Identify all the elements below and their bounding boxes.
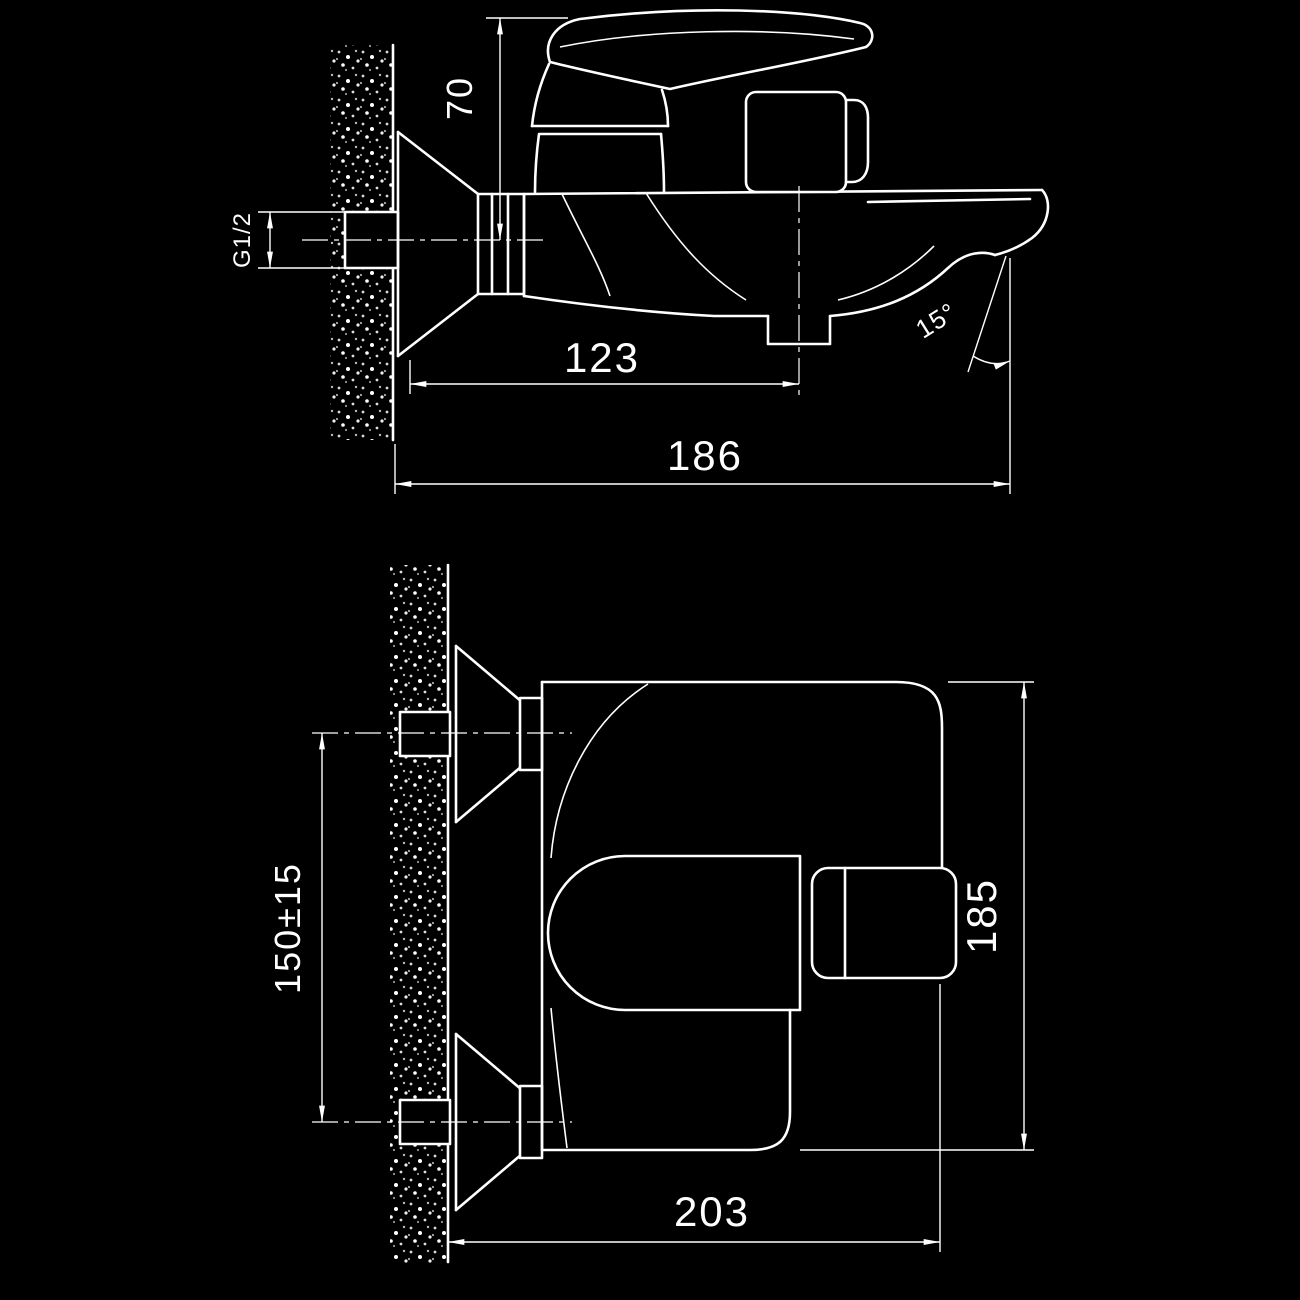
- lever-handle-front: [546, 854, 802, 1012]
- faucet-body-side: [522, 188, 1050, 346]
- spout-front: [540, 1008, 792, 1152]
- faucet-body-front: [540, 680, 958, 1152]
- front-view: 150±15 185 203: [267, 563, 1034, 1264]
- lever-handle-side: [546, 9, 874, 91]
- inlet-pipe-top-front: [398, 710, 452, 758]
- dim-spout-reach-label: 123: [564, 334, 640, 381]
- dim-overall-depth: 186: [394, 258, 1011, 494]
- dim-handle-height-label: 70: [439, 76, 480, 120]
- dim-inlet-spacing-label: 150±15: [267, 862, 308, 994]
- body-front-contour-2: [550, 1007, 568, 1149]
- dim-inlet-thread-label: G1/2: [229, 212, 256, 268]
- dim-overall-width-label: 203: [674, 1188, 750, 1235]
- dim-inlet-spacing: 150±15: [267, 733, 325, 1122]
- dim-handle-height: 70: [439, 17, 568, 240]
- body-contour-1: [561, 193, 611, 297]
- wall-hatch-front: [390, 565, 448, 1263]
- spout-belly-left: [522, 294, 770, 318]
- body-front-contour-1: [550, 683, 649, 859]
- spout-tip: [993, 188, 1050, 257]
- spout-belly-right: [828, 251, 997, 318]
- deck-line: [866, 197, 1032, 204]
- dim-inlet-thread: G1/2: [229, 211, 344, 269]
- dim-overall-depth-label: 186: [667, 432, 743, 479]
- escutcheon-side: [396, 130, 526, 358]
- dim-body-height-label: 185: [958, 878, 1005, 954]
- body-contour-3: [837, 245, 935, 301]
- dim-spout-angle-label: 15°: [910, 296, 962, 344]
- dim-body-height: 185: [800, 681, 1034, 1151]
- side-view: G1/2 70 123 186 15°: [229, 9, 1050, 494]
- diverter-knob-front: [810, 866, 958, 980]
- dim-spout-reach: 123: [409, 334, 799, 394]
- escutcheon-top-front: [454, 644, 544, 824]
- body-front-upper: [540, 680, 944, 872]
- diverter-knob-side: [744, 90, 870, 194]
- dim-overall-width: 203: [448, 984, 941, 1252]
- dim-spout-angle: 15°: [910, 255, 1011, 373]
- spout-outlet: [766, 314, 832, 346]
- body-contour-2: [645, 192, 747, 301]
- handle-housing-side: [530, 62, 670, 194]
